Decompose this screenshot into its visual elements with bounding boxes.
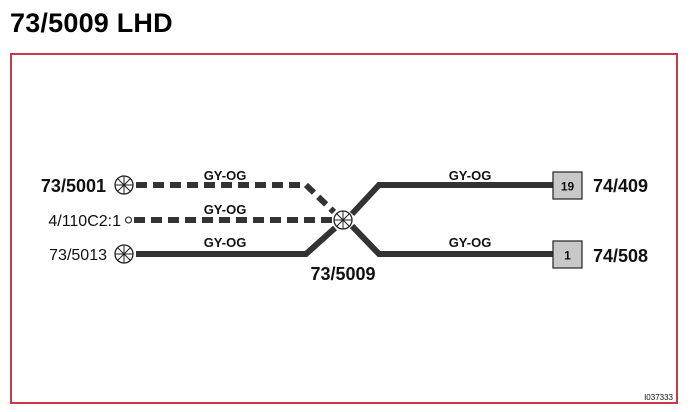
wire-74-508 (349, 223, 553, 257)
connector-label-74-409: 74/409 (593, 176, 648, 196)
wire-color-label: GY-OG (204, 235, 247, 250)
wire-color-label: GY-OG (204, 168, 247, 183)
wire-73-5013 (136, 225, 338, 257)
wire-color-label: GY-OG (449, 235, 492, 250)
connector-label-4-110C2-1: 4/110C2:1 (48, 213, 121, 230)
connector-label-73-5001: 73/5001 (41, 176, 106, 196)
connector-label-74-508: 74/508 (593, 246, 648, 266)
pin-box (552, 171, 583, 200)
pin-box (552, 240, 583, 269)
connector-label-73-5013: 73/5013 (49, 247, 107, 264)
wire-74-409 (349, 182, 553, 217)
pin-circle-icon (124, 216, 133, 224)
splice-icon (333, 210, 353, 230)
diagram-frame (10, 53, 678, 404)
wire-color-label: GY-OG (204, 202, 247, 217)
wire-73-5001 (136, 182, 337, 215)
page-title: 73/5009 LHD (10, 8, 173, 38)
ground-star-icon (114, 244, 134, 264)
pin-number: 1 (564, 249, 571, 263)
ground-star-icon (114, 175, 134, 195)
splice-label: 73/5009 (310, 264, 375, 284)
pin-number: 19 (561, 180, 575, 194)
wire-color-label: GY-OG (449, 168, 492, 183)
image-reference: I037333 (644, 393, 673, 402)
